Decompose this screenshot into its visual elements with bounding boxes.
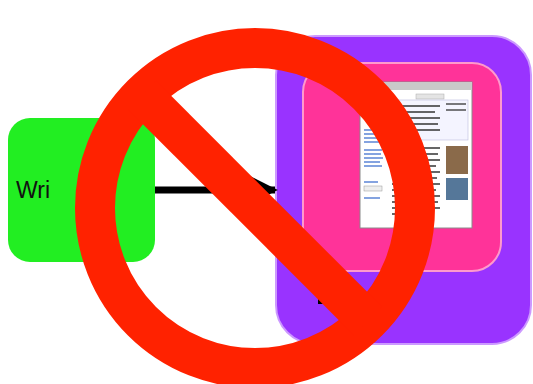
node-label: Wri [16, 177, 50, 204]
prohibition-slash [142, 95, 368, 321]
screenshot-photo [446, 178, 468, 200]
screenshot-search [364, 186, 382, 191]
screenshot-photo [446, 146, 468, 174]
screenshot-tab [416, 94, 444, 99]
prohibition-ring [95, 48, 415, 368]
